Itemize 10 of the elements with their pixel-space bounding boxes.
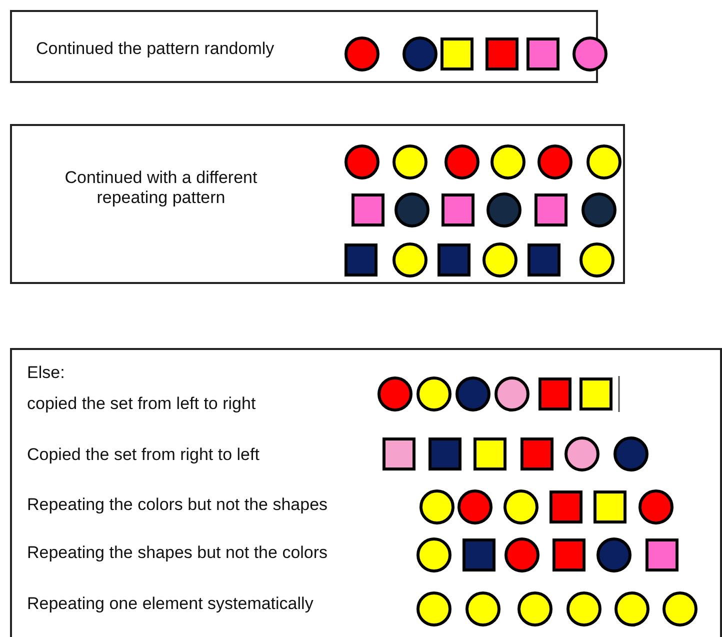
description-text: Repeating one element systematically (27, 594, 314, 614)
category-box (10, 348, 722, 637)
description-text: Continued with a different repeating pattern (64, 168, 258, 208)
description-text: copied the set from left to right (27, 394, 256, 414)
description-text: Repeating the colors but not the shapes (27, 495, 328, 515)
description-text: Continued the pattern randomly (36, 39, 274, 59)
category-box (10, 124, 625, 284)
description-text: Copied the set from right to left (27, 445, 260, 465)
description-text: Repeating the shapes but not the colors (27, 543, 328, 563)
heading-text: Else: (27, 363, 65, 383)
